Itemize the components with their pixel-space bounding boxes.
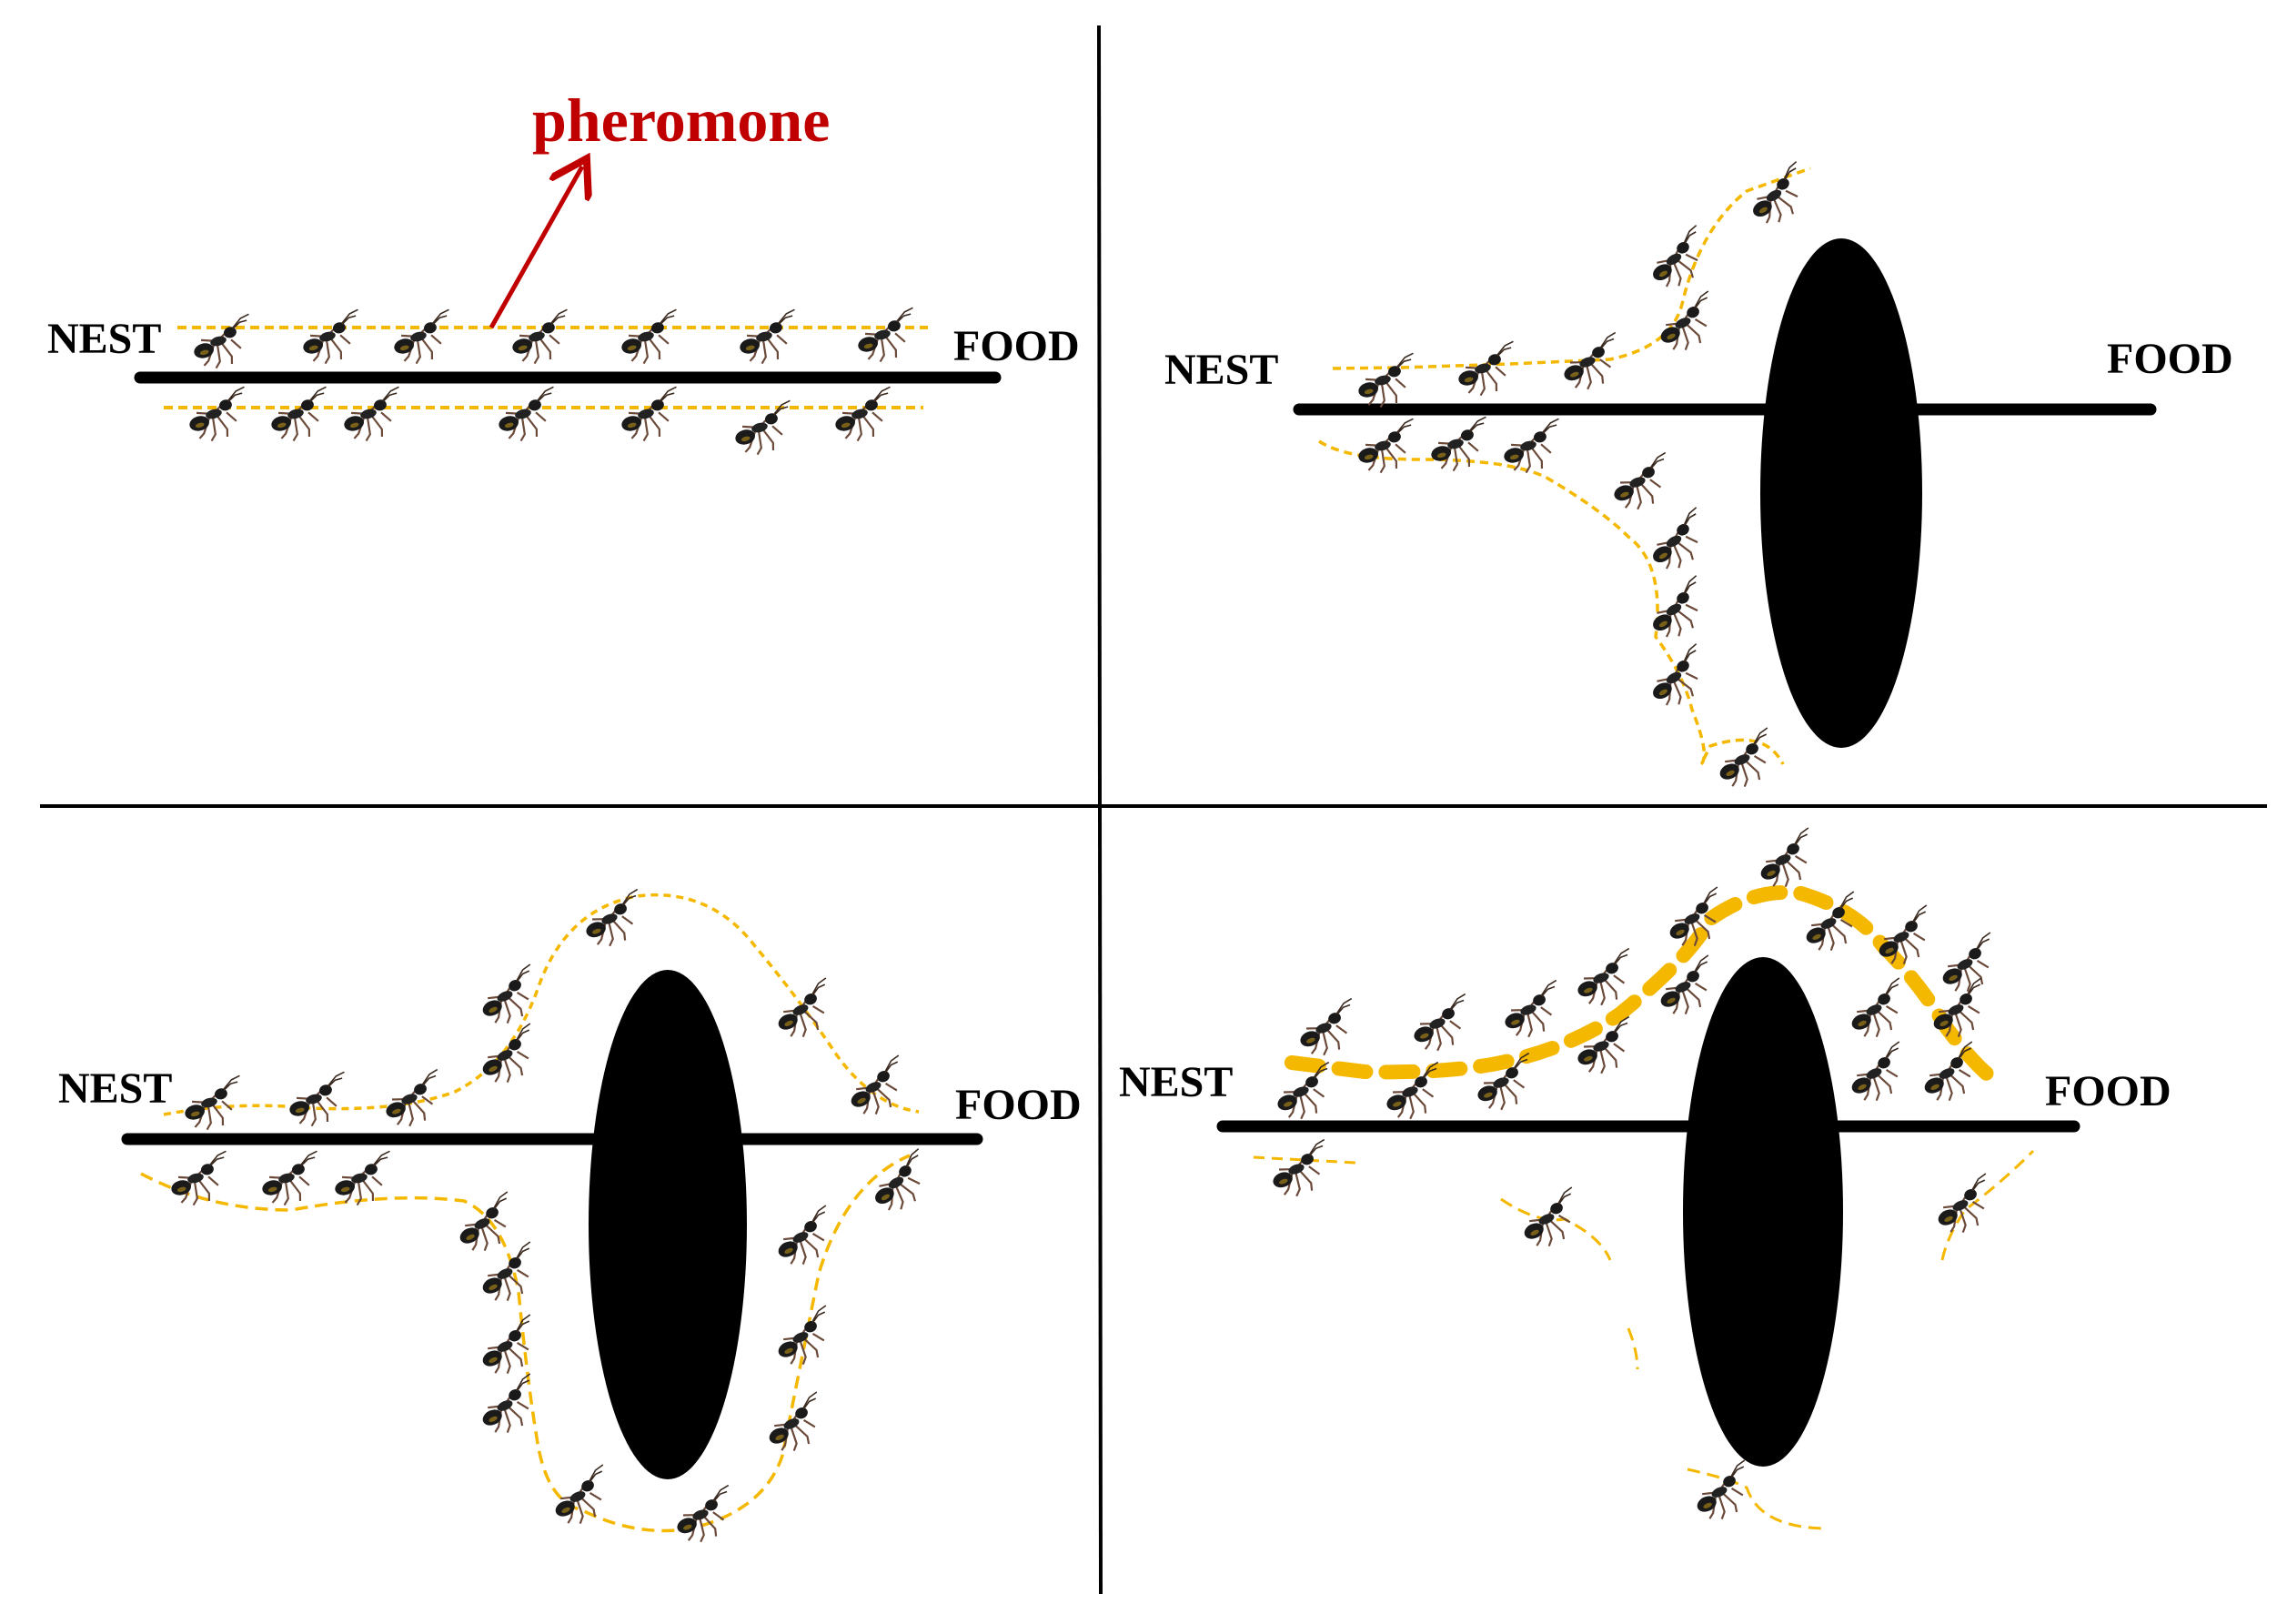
arrow-up-right-icon (489, 166, 582, 329)
ant-icon (759, 1390, 837, 1459)
ant-icon (1709, 726, 1788, 795)
ant-icon (377, 1068, 454, 1134)
ant-icon (472, 1372, 550, 1441)
ant-icon (1351, 418, 1426, 479)
ant-icon (255, 1150, 329, 1211)
ant-icon (472, 1022, 550, 1091)
ant-icon (472, 1240, 550, 1309)
nest-label: NEST (1119, 1058, 1233, 1106)
pheromone-trail (1332, 166, 1811, 370)
ant-icon (164, 1150, 238, 1211)
ant-icon (505, 308, 579, 369)
pheromone-trail-faint (1687, 1468, 1829, 1530)
ant-icon (1496, 979, 1573, 1044)
nest-label: NEST (1164, 346, 1278, 394)
ant-icon (851, 307, 925, 368)
ant-icon (1568, 1015, 1646, 1081)
ant-icon (841, 1054, 919, 1123)
ant-icon (1841, 1040, 1919, 1109)
ant-icon (577, 888, 654, 953)
ant-icon (1424, 416, 1498, 477)
ant-icon (1605, 451, 1682, 517)
ant-icon (1496, 418, 1571, 479)
ant-icon (296, 308, 370, 369)
food-label: FOOD (955, 1081, 1082, 1129)
pheromone-trail (1318, 439, 1785, 766)
nest-label: NEST (58, 1064, 172, 1113)
ant-icon (614, 308, 689, 369)
ant-icon (282, 1071, 357, 1132)
ant-icon (732, 308, 807, 369)
ant-icon (1291, 997, 1368, 1063)
ant-icon (1740, 160, 1819, 232)
ant-icon (1640, 574, 1719, 646)
pheromone-trail-faint (1627, 1327, 1639, 1370)
pheromone-trail-strong (1285, 884, 2000, 1085)
food-label: FOOD (2045, 1067, 2171, 1115)
ant-icon (264, 386, 338, 447)
ant-icon (1405, 993, 1482, 1058)
ant-icon (182, 386, 257, 447)
ant-icon (1640, 506, 1719, 578)
ant-icon (1640, 224, 1719, 296)
ant-icon (337, 386, 411, 447)
ant-icon (1451, 340, 1526, 401)
ant-icon (387, 308, 461, 369)
quadrant-top-left: pheromone NEST FOOD (47, 86, 1080, 460)
obstacle-ellipse (589, 970, 747, 1479)
vertical-divider (1097, 25, 1103, 1595)
ant-icon (768, 1204, 846, 1273)
ant-icon (1841, 976, 1919, 1045)
ant-icon (828, 386, 902, 447)
nest-label: NEST (47, 315, 161, 363)
ant-icon (472, 1313, 550, 1382)
ant-icon (1650, 289, 1728, 358)
quadrant-top-right: NEST FOOD (1164, 160, 2233, 795)
pheromone-label: pheromone (532, 86, 830, 155)
food-label: FOOD (953, 322, 1080, 370)
ant-icon (1264, 1138, 1341, 1204)
quadrant-bottom-right: NEST FOOD (1119, 826, 2171, 1530)
ant-icon (768, 976, 846, 1045)
ant-icon (1351, 352, 1426, 413)
ant-icon (1750, 826, 1829, 895)
ant-icon (1640, 642, 1719, 714)
ant-icon (1687, 1458, 1765, 1528)
ant-icon (472, 963, 550, 1032)
ant-icon (1514, 1185, 1592, 1255)
ant-icon (614, 386, 689, 447)
ant-icon (668, 1484, 745, 1549)
pheromone-trail-faint (1940, 1149, 2035, 1261)
obstacle-ellipse (1683, 957, 1843, 1467)
quadrant-bottom-left: NEST FOOD (58, 888, 1082, 1549)
ant-icon (186, 313, 261, 374)
ant-icon (491, 386, 566, 447)
food-label: FOOD (2107, 335, 2233, 383)
ant-icon (1928, 1172, 2006, 1241)
obstacle-ellipse (1760, 238, 1922, 748)
ant-icon (1555, 331, 1632, 397)
